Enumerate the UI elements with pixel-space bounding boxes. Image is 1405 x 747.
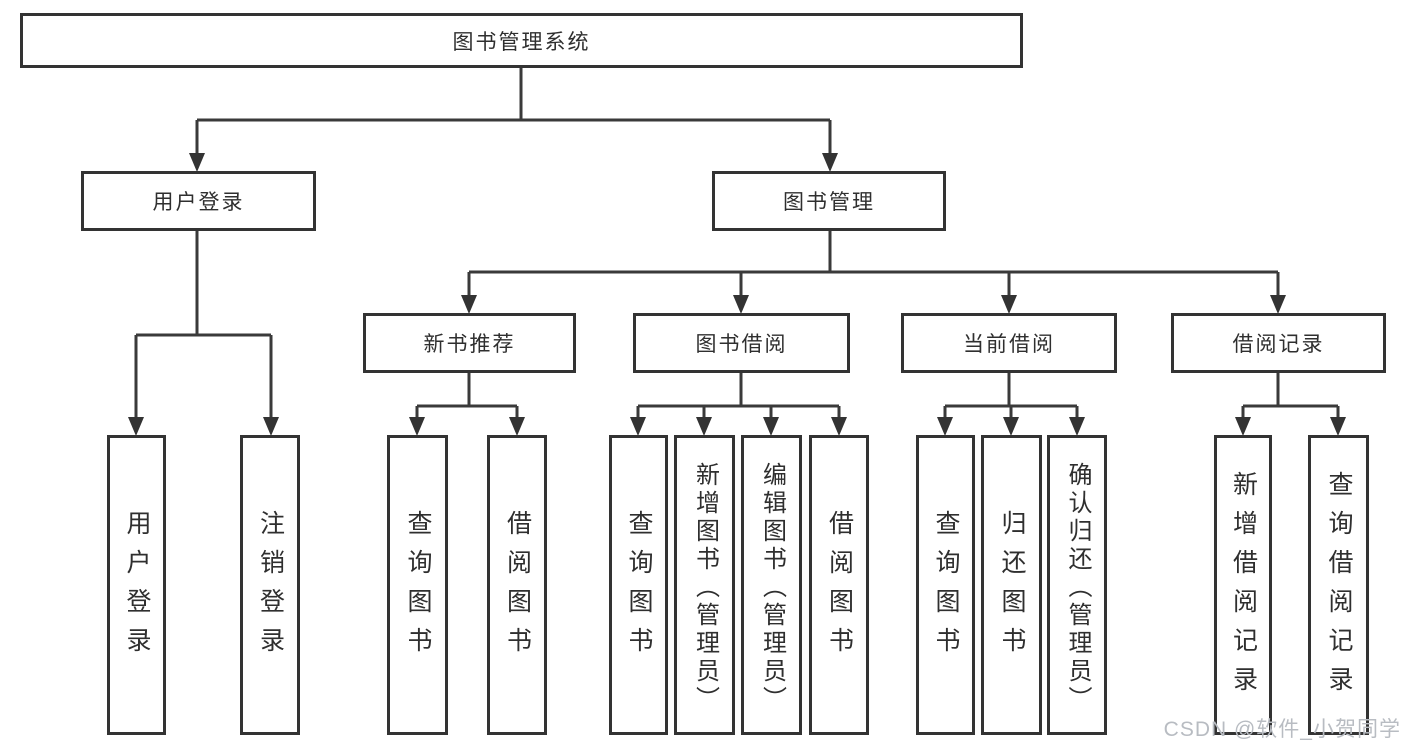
leaf-query-books-rec: 查询图书 <box>387 435 448 735</box>
node-book-mgmt-branch: 图书管理 <box>712 171 946 231</box>
leaf-confirm-return-admin: 确认归还（管理员） <box>1047 435 1107 735</box>
leaf-add-books-admin: 新增图书（管理员） <box>674 435 735 735</box>
leaf-edit-books-admin: 编辑图书（管理员） <box>741 435 802 735</box>
leaf-query-books-borrow: 查询图书 <box>609 435 668 735</box>
arrowheads-newbook-group <box>409 417 525 436</box>
node-borrow-record: 借阅记录 <box>1171 313 1386 373</box>
node-user-login-branch: 用户登录 <box>81 171 316 231</box>
connector-borrow-group <box>636 373 841 419</box>
arrowheads-login-branch <box>128 417 279 436</box>
connector-mgmt-to-level3 <box>467 231 1280 297</box>
leaf-add-borrow-record: 新增借阅记录 <box>1214 435 1272 735</box>
arrowheads-current-group <box>937 417 1085 436</box>
leaf-return-books: 归还图书 <box>981 435 1042 735</box>
leaf-query-borrow-record: 查询借阅记录 <box>1308 435 1369 735</box>
connector-record-group <box>1241 373 1340 419</box>
leaf-query-books-current: 查询图书 <box>916 435 975 735</box>
csdn-watermark: CSDN @软件_小贺同学 <box>1163 718 1401 741</box>
arrowheads-level2 <box>189 153 838 172</box>
arrowheads-record-group <box>1235 417 1346 436</box>
connector-root-to-level2 <box>195 68 832 155</box>
connector-newbook-group <box>415 373 519 419</box>
leaf-logout: 注销登录 <box>240 435 300 735</box>
node-current-borrow: 当前借阅 <box>901 313 1117 373</box>
connector-current-group <box>943 373 1079 419</box>
connector-login-branch <box>134 231 273 419</box>
arrowheads-borrow-group <box>630 417 847 436</box>
node-root-system: 图书管理系统 <box>20 13 1023 68</box>
leaf-user-login: 用户登录 <box>107 435 166 735</box>
leaf-borrow-books-rec: 借阅图书 <box>487 435 547 735</box>
arrowheads-level3 <box>461 295 1286 314</box>
node-book-borrow: 图书借阅 <box>633 313 850 373</box>
leaf-borrow-books: 借阅图书 <box>809 435 869 735</box>
node-new-book-rec: 新书推荐 <box>363 313 576 373</box>
